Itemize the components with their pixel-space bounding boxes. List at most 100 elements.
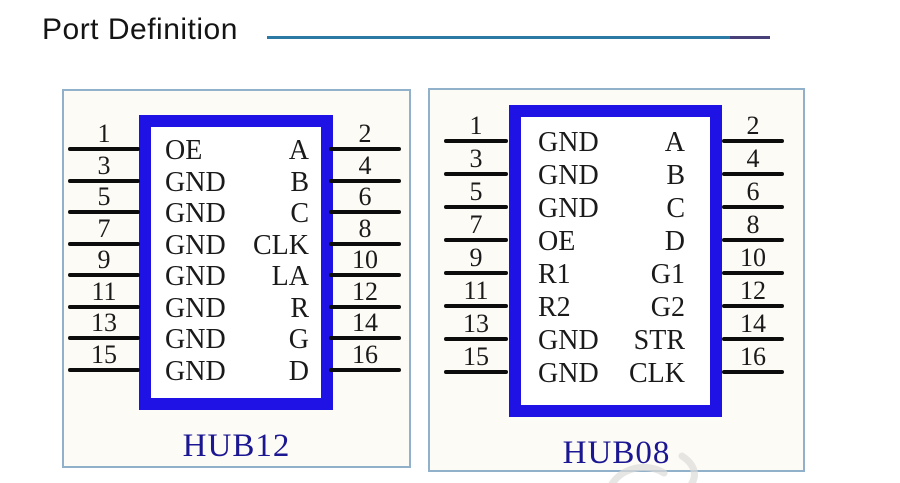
pin-number: 1 <box>469 111 483 140</box>
hub08-pinout-panel: 1 GND A 2 3 GND B 4 5 GND C 6 <box>428 88 805 472</box>
pin-line <box>444 205 508 209</box>
pin-label-right: G1 <box>650 259 685 290</box>
pin-label-right: G <box>288 324 309 355</box>
pin-label-left: GND <box>538 325 599 356</box>
hub08-rows: 1 GND A 2 3 GND B 4 5 GND C 6 <box>430 90 803 470</box>
pin-number: 4 <box>358 150 372 180</box>
pin-stub-right: 4 <box>722 145 784 176</box>
pin-number: 16 <box>352 339 378 369</box>
pin-stub-left: 13 <box>444 310 508 341</box>
hub12-rows: 1 OE A 2 3 GND B 4 5 GND C 6 <box>64 91 409 466</box>
pin-stub-right: 14 <box>329 309 401 340</box>
pin-label-right: D <box>664 226 685 257</box>
pin-number: 4 <box>746 144 760 173</box>
title-underline <box>267 36 770 39</box>
pin-label-left: GND <box>165 355 226 387</box>
pin-stub-left: 1 <box>68 120 140 151</box>
pin-label-left: GND <box>538 127 599 158</box>
pin-number: 2 <box>358 119 372 148</box>
pin-number: 8 <box>358 213 372 243</box>
pin-label-left: GND <box>165 198 226 229</box>
hub08-connector-body <box>509 105 722 417</box>
pin-line <box>68 147 140 151</box>
pin-line <box>329 273 401 277</box>
pin-number: 15 <box>463 342 489 371</box>
pin-label-right: B <box>290 166 309 198</box>
pin-number: 10 <box>740 243 766 272</box>
pin-line <box>444 337 508 341</box>
pin-line <box>329 178 401 183</box>
pin-label-right: C <box>666 193 685 224</box>
pin-number: 15 <box>91 339 117 369</box>
pin-number: 6 <box>358 182 372 211</box>
pin-stub-right: 16 <box>329 341 401 372</box>
hub12-connector-body <box>139 115 333 410</box>
pin-line <box>444 139 508 143</box>
pin-line <box>68 210 140 214</box>
pin-line <box>722 304 784 308</box>
pin-line <box>444 304 508 308</box>
pin-stub-right: 14 <box>722 310 784 341</box>
pin-stub-left: 1 <box>444 112 508 143</box>
pin-line <box>722 370 784 374</box>
pin-stub-left: 7 <box>444 211 508 242</box>
pin-stub-right: 12 <box>722 277 784 308</box>
pin-label-right: STR <box>633 325 685 356</box>
pin-label-left: GND <box>165 324 226 355</box>
pin-line <box>444 271 508 275</box>
pin-line <box>329 210 401 214</box>
pin-stub-left: 7 <box>68 215 140 246</box>
pin-line <box>444 172 508 176</box>
pin-stub-right: 6 <box>329 183 401 214</box>
pin-number: 8 <box>746 210 760 239</box>
pin-line <box>722 172 784 176</box>
pin-stub-right: 16 <box>722 343 784 374</box>
pin-line <box>722 271 784 275</box>
pin-line <box>722 139 784 143</box>
pin-stub-left: 13 <box>68 309 140 340</box>
pin-label-right: LA <box>271 261 309 292</box>
pin-line <box>329 367 401 372</box>
pin-label-left: OE <box>538 226 576 257</box>
pin-line <box>68 241 140 246</box>
pin-stub-left: 9 <box>68 246 140 277</box>
pin-label-right: D <box>288 355 309 387</box>
pin-line <box>329 147 401 151</box>
pin-stub-left: 15 <box>68 341 140 372</box>
pin-stub-left: 5 <box>444 178 508 209</box>
pin-label-right: R <box>290 292 309 324</box>
pin-number: 6 <box>746 177 760 206</box>
pin-stub-left: 15 <box>444 343 508 374</box>
pin-line <box>722 238 784 242</box>
page-title: Port Definition <box>42 13 238 46</box>
pin-line <box>68 273 140 277</box>
pin-label-left: R2 <box>538 292 571 323</box>
pin-line <box>68 367 140 372</box>
pin-number: 12 <box>352 276 378 306</box>
pin-number: 3 <box>97 150 111 180</box>
pin-number: 3 <box>469 144 483 173</box>
pin-stub-right: 2 <box>722 112 784 143</box>
pin-stub-left: 3 <box>444 145 508 176</box>
pin-label-right: A <box>664 127 685 158</box>
pin-number: 5 <box>97 182 111 211</box>
pin-stub-right: 8 <box>329 215 401 246</box>
pin-label-left: GND <box>538 160 599 191</box>
pin-stub-left: 11 <box>444 277 508 308</box>
pin-line <box>444 238 508 242</box>
pin-line <box>444 370 508 374</box>
pin-stub-left: 3 <box>68 152 140 183</box>
pin-label-left: GND <box>538 358 599 389</box>
watermark-curves <box>608 452 698 483</box>
pin-label-left: GND <box>538 193 599 224</box>
pin-number: 11 <box>91 276 117 306</box>
pin-stub-right: 8 <box>722 211 784 242</box>
hub12-pinout-panel: 1 OE A 2 3 GND B 4 5 GND C 6 <box>62 89 411 468</box>
pin-number: 10 <box>352 245 378 274</box>
pin-label-right: A <box>288 135 309 166</box>
pin-label-right: CLK <box>253 229 309 261</box>
pin-stub-left: 11 <box>68 278 140 309</box>
pin-label-right: B <box>666 160 685 191</box>
pin-line <box>68 178 140 183</box>
pin-stub-right: 12 <box>329 278 401 309</box>
